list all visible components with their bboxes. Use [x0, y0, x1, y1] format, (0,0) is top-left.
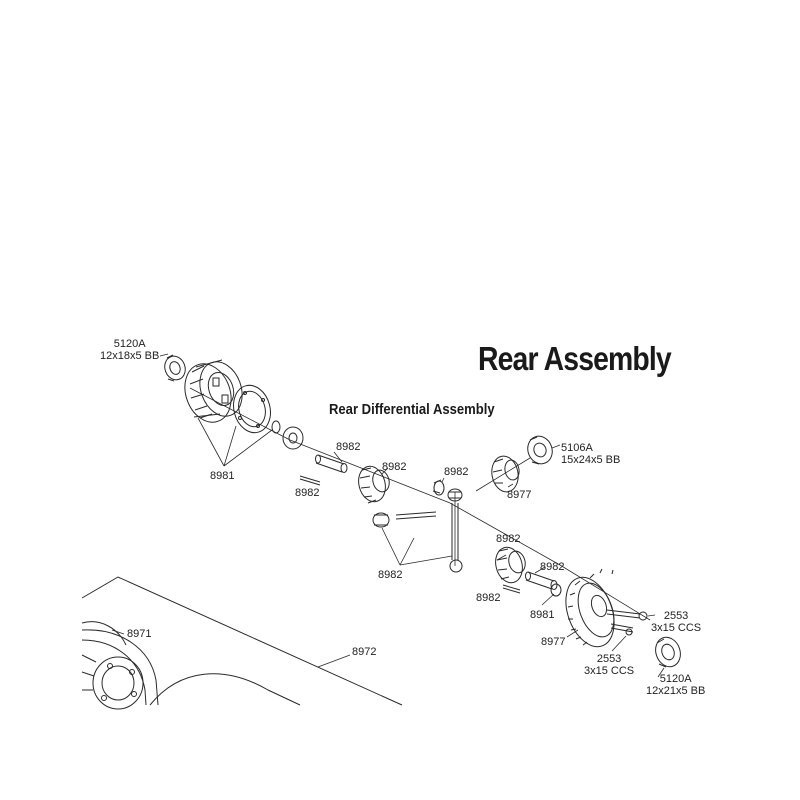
page-title: Rear Assembly: [478, 340, 672, 377]
label-spider-gears-group: 8982: [378, 569, 403, 581]
spider-gear-bottom: [449, 559, 463, 573]
label-spider-gear: 8982: [444, 466, 469, 478]
page-subtitle: Rear Differential Assembly: [329, 402, 495, 418]
label-pin-lower: 8982: [540, 561, 565, 573]
gasket-part: [233, 384, 271, 434]
assembly-axis-right: [475, 457, 531, 492]
bearing-bottom-part: [655, 636, 681, 668]
output-shaft-upper: [315, 454, 348, 473]
label-bearing-bottom-part: 5120A: [659, 673, 692, 685]
label-ring-gear: 8977: [541, 636, 566, 648]
output-shaft-lower: [525, 571, 558, 590]
label-bearing-right-spec: 15x24x5 BB: [561, 454, 621, 466]
bevel-gear-upper: [358, 465, 390, 504]
bearing-right-part: [527, 435, 553, 465]
washer-lower-part: [550, 583, 562, 597]
label-bearing-right: 5106A 15x24x5 BB: [561, 442, 620, 466]
pin-lower-left: [502, 584, 521, 594]
label-bearing-top-part: 5120A: [113, 338, 146, 350]
label-bearing-bottom-spec: 12x21x5 BB: [646, 685, 706, 697]
screw-lower-part: [610, 623, 634, 636]
label-washer-lower: 8981: [530, 609, 555, 621]
label-pin-lower-left: 8982: [476, 592, 501, 604]
screw-upper-part: [606, 609, 648, 621]
spider-gear-small: [432, 479, 445, 496]
ring-gear-part: [565, 568, 615, 648]
output-gear-upper: [491, 455, 520, 493]
shaft-lower-left: [395, 511, 437, 520]
spider-gear-center: [447, 488, 463, 502]
label-bearing-top: 5120A 12x18x5 BB: [100, 338, 159, 362]
label-screw-upper: 2553 3x15 CCS: [651, 610, 701, 634]
label-bearing-top-spec: 12x18x5 BB: [100, 350, 160, 362]
washer-inner: [288, 432, 298, 444]
oring-part: [271, 420, 281, 434]
pin-upper-left: [299, 475, 321, 486]
spider-gear-left: [372, 512, 390, 528]
label-housing: 8981: [210, 470, 235, 482]
label-screw-lower: 2553 3x15 CCS: [584, 653, 634, 677]
leader-lines: [111, 353, 665, 678]
diff-housing-part: [184, 359, 243, 423]
label-pin-upper-left: 8982: [295, 487, 320, 499]
bevel-gear-lower: [495, 546, 526, 584]
label-screw-upper-part: 2553: [663, 610, 689, 622]
label-screw-lower-part: 2553: [596, 653, 622, 665]
chassis-inner-edge: [149, 673, 301, 706]
bearing-top-part: [164, 354, 186, 382]
label-pin-upper: 8982: [336, 441, 361, 453]
label-screw-lower-spec: 3x15 CCS: [584, 665, 635, 677]
label-wheel: 8971: [127, 628, 152, 640]
washer-part: [282, 426, 304, 450]
label-output-gear-upper: 8977: [507, 489, 532, 501]
label-gear-lower: 8982: [496, 533, 521, 545]
label-bearing-bottom: 5120A 12x21x5 BB: [646, 673, 705, 697]
label-screw-upper-spec: 3x15 CCS: [651, 622, 702, 634]
label-bearing-right-part: 5106A: [561, 442, 593, 454]
label-gear-upper: 8982: [382, 461, 407, 473]
chassis-outline: [81, 576, 403, 706]
wheel-part: [81, 621, 159, 710]
label-chassis: 8972: [352, 646, 377, 658]
assembly-axis: [189, 387, 651, 621]
cross-shaft: [451, 503, 459, 560]
